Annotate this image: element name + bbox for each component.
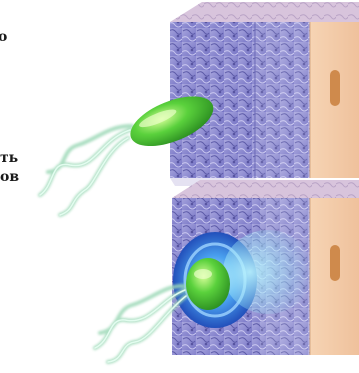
nucleus-icon xyxy=(330,70,340,106)
text-fragment-line1: ть xyxy=(0,151,18,165)
upper-cell-block xyxy=(170,2,359,186)
signal-wave xyxy=(223,230,313,314)
nucleus-icon xyxy=(330,245,340,281)
text-fragment-top: o xyxy=(0,30,7,44)
text-fragment-line2: ов xyxy=(0,170,19,184)
bacterium-icon xyxy=(186,258,230,310)
